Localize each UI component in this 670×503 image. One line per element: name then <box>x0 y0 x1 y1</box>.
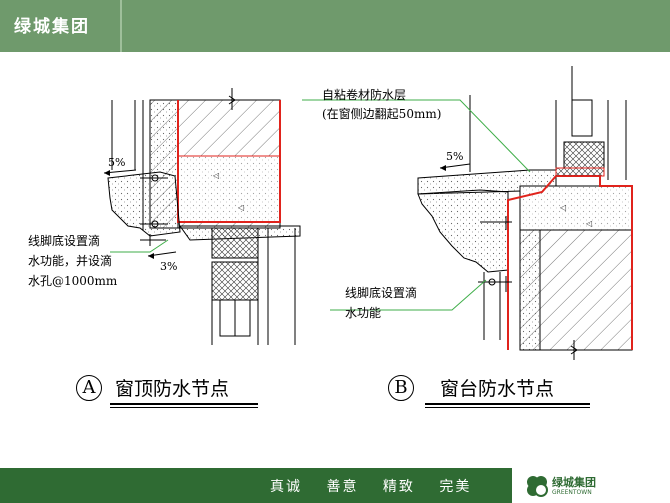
greentown-logo: 绿城集团 GREENTOWN <box>512 468 670 503</box>
drip-note-a-line1: 线脚底设置滴 <box>28 234 101 248</box>
drip-note-a-line2: 水功能，并设滴 <box>28 254 113 268</box>
diagram-a-window-head: ◁ ◁ <box>103 88 301 345</box>
brand-title: 绿城集团 <box>14 17 90 37</box>
membrane-label-line1: 自粘卷材防水层 <box>322 88 407 102</box>
svg-text:◁: ◁ <box>585 219 592 228</box>
title-window-sill: 窗台防水节点 <box>440 378 555 400</box>
title-a-underline-thin <box>110 407 258 408</box>
title-b-underline-thin <box>425 407 590 408</box>
construction-drawings: ◁ ◁ <box>103 66 633 360</box>
slope-label-b: 5% <box>446 150 464 163</box>
logo-text-cn: 绿城集团 <box>552 476 596 489</box>
header-divider <box>120 0 122 52</box>
drip-note-b-line1: 线脚底设置滴 <box>345 286 418 300</box>
footer-bar: 真诚 善意 精致 完美 绿城集团 GREENTOWN <box>0 468 670 503</box>
diagram-b-window-sill: ◁ ◁ <box>302 66 633 360</box>
marker-a: A <box>76 375 102 401</box>
header-bar: 绿城集团 <box>0 0 670 52</box>
title-b-underline <box>425 403 590 405</box>
slogan-3: 精致 <box>382 479 415 495</box>
logo-text-en: GREENTOWN <box>552 489 592 496</box>
membrane-label-line2: (在窗侧边翻起50mm) <box>322 107 442 121</box>
slogan-4: 完美 <box>439 479 472 495</box>
title-window-head: 窗顶防水节点 <box>115 378 230 400</box>
svg-text:◁: ◁ <box>212 171 219 180</box>
marker-b: B <box>388 375 414 401</box>
clover-logo-icon <box>527 476 548 497</box>
drip-note-b-line2: 水功能 <box>345 306 382 320</box>
slogan-1: 真诚 <box>270 479 302 495</box>
footer-slogan: 真诚 善意 精致 完美 <box>270 476 489 496</box>
slogan-2: 善意 <box>326 479 359 495</box>
svg-text:◁: ◁ <box>237 203 244 212</box>
slope-label-top: 5% <box>108 156 126 169</box>
title-a-underline <box>110 403 258 405</box>
drip-note-a-line3: 水孔@1000mm <box>28 274 118 288</box>
slope-label-bottom: 3% <box>160 260 178 273</box>
svg-text:◁: ◁ <box>559 203 566 212</box>
